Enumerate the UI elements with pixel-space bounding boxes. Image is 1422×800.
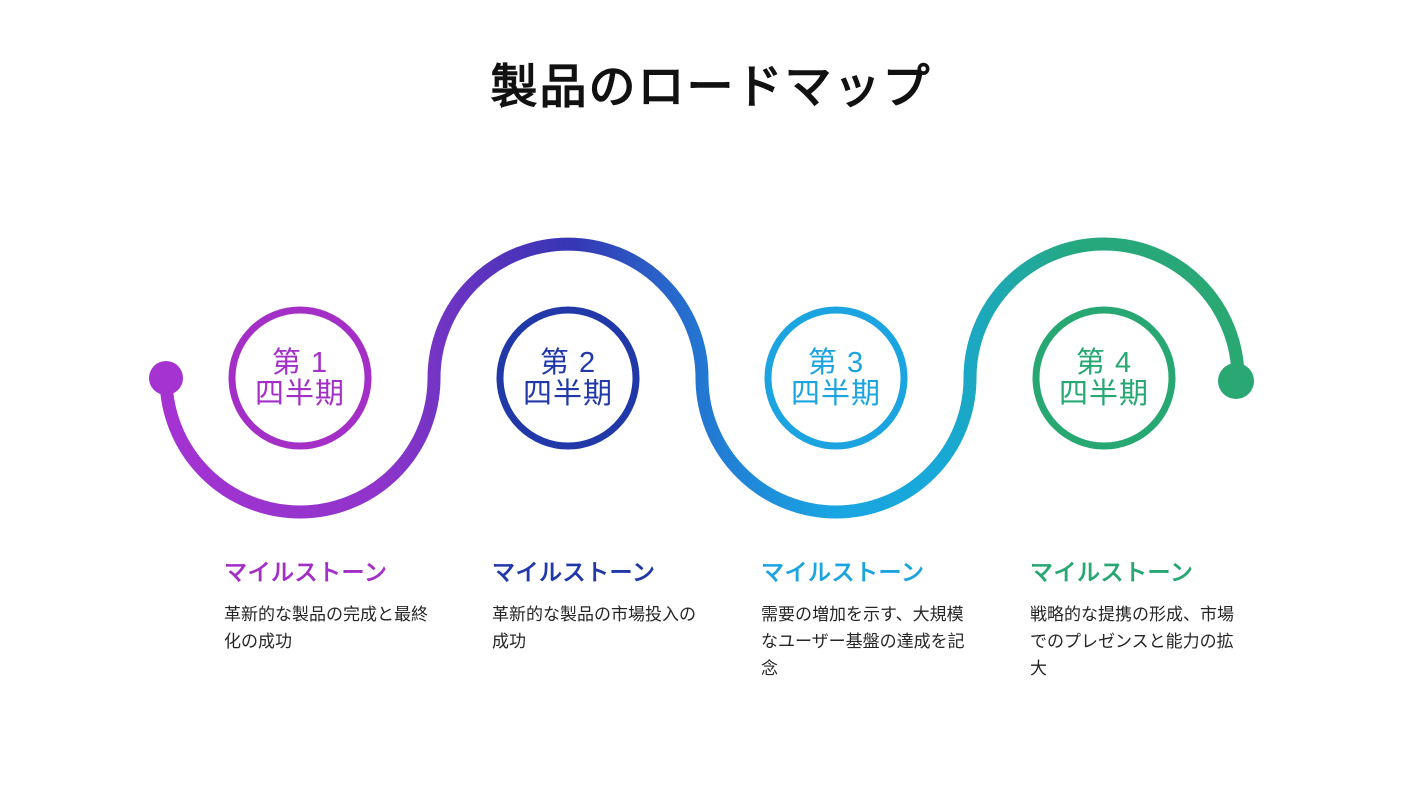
quarter-2-label-line1: 第 2	[540, 346, 596, 379]
path-start-dot	[149, 361, 183, 395]
milestone-2-heading: マイルストーン	[492, 559, 656, 585]
quarter-4-label-line2: 四半期	[1059, 377, 1149, 410]
quarter-3-label-line2: 四半期	[791, 377, 881, 410]
milestone-4-heading: マイルストーン	[1030, 559, 1194, 585]
milestone-column-3: マイルストーン 需要の増加を示す、大規模なユーザー基盤の達成を記念	[761, 558, 966, 682]
quarter-3-label-line1: 第 3	[808, 346, 864, 379]
quarter-4-label-line1: 第 4	[1076, 346, 1132, 379]
quarter-4-circle	[1032, 306, 1176, 450]
milestone-3-description: 需要の増加を示す、大規模なユーザー基盤の達成を記念	[761, 605, 965, 678]
milestone-column-1: マイルストーン 革新的な製品の完成と最終化の成功	[224, 558, 429, 655]
quarter-1-circle	[228, 306, 372, 450]
milestone-column-2: マイルストーン 革新的な製品の市場投入の成功	[492, 558, 697, 655]
quarter-2-circle	[496, 306, 640, 450]
milestone-4-description: 戦略的な提携の形成、市場でのプレゼンスと能力の拡大	[1030, 605, 1234, 678]
milestone-1-description: 革新的な製品の完成と最終化の成功	[224, 605, 428, 651]
milestone-3-heading: マイルストーン	[761, 559, 925, 585]
milestone-column-4: マイルストーン 戦略的な提携の形成、市場でのプレゼンスと能力の拡大	[1030, 558, 1235, 682]
milestone-1-heading: マイルストーン	[224, 559, 388, 585]
quarter-3-circle	[764, 306, 908, 450]
quarter-1-label-line2: 四半期	[255, 377, 345, 410]
roadmap-wave-path	[159, 237, 1245, 519]
page-title: 製品のロードマップ	[490, 60, 932, 113]
quarter-2-label-line2: 四半期	[523, 377, 613, 410]
milestone-2-description: 革新的な製品の市場投入の成功	[492, 605, 696, 651]
path-end-dot	[1218, 363, 1254, 399]
quarter-1-label-line1: 第 1	[272, 346, 328, 379]
